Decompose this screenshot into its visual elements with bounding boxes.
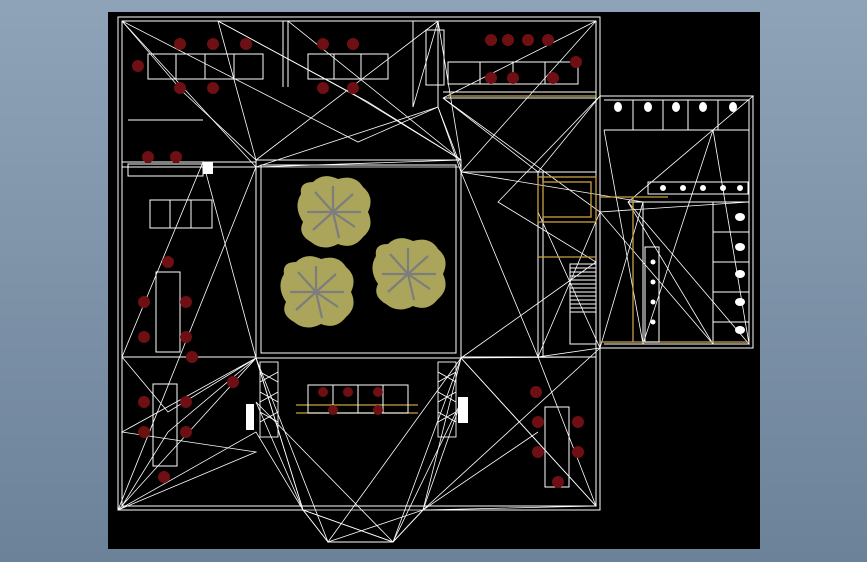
- wireframe-lines: [117, 16, 755, 543]
- highlight-lines: [296, 95, 749, 414]
- outer-wall-inner: [121, 20, 597, 507]
- sink-counter: [647, 181, 749, 195]
- restroom-fixtures: [614, 102, 745, 334]
- right-annex-inner: [604, 99, 750, 345]
- stacks: [259, 361, 457, 438]
- right-annex-wall: [600, 95, 754, 349]
- tree-1: [297, 176, 371, 248]
- annex-bench: [644, 246, 660, 343]
- tree-3: [280, 256, 354, 328]
- tree-2: [372, 238, 446, 310]
- stair-stripes: [570, 263, 596, 313]
- desks: [127, 29, 597, 488]
- floor-plan-drawing: [117, 16, 755, 543]
- entry-fixtures: [203, 162, 468, 430]
- courtyard-inner: [260, 164, 457, 354]
- cad-viewport[interactable]: [108, 12, 760, 549]
- chairs: [132, 34, 584, 488]
- courtyard-trees: [280, 176, 446, 328]
